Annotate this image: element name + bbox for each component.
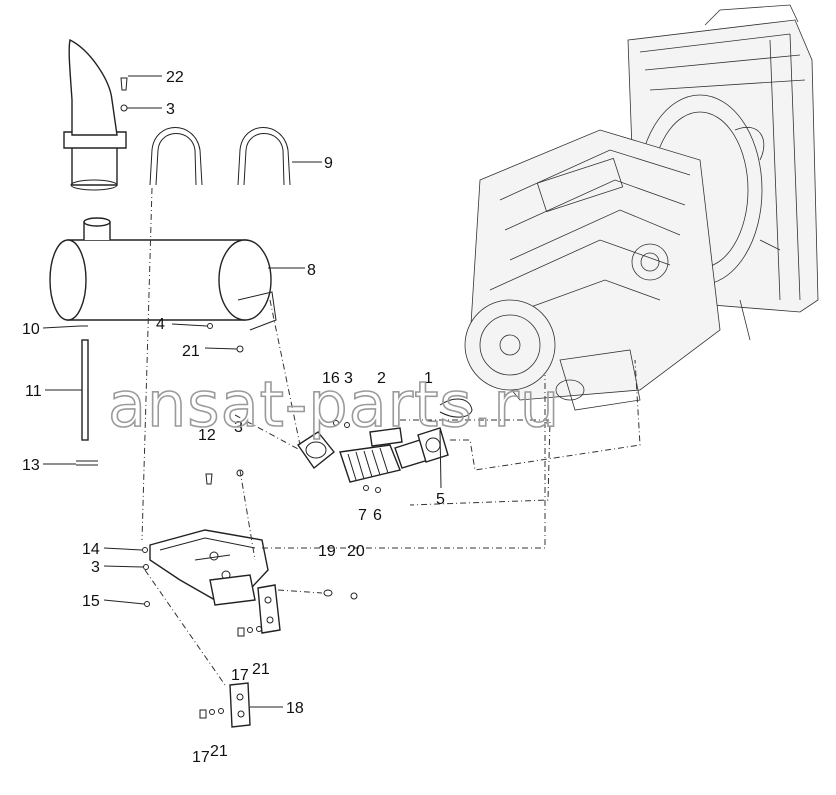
exhaust-stack [63, 38, 127, 191]
callout-3: 3 [234, 419, 243, 436]
callout-14: 14 [82, 541, 100, 558]
callout-3: 3 [91, 559, 100, 576]
exhaust-pipe-flex [297, 398, 473, 483]
callout-8: 8 [307, 262, 316, 279]
callout-18: 18 [286, 700, 304, 717]
callout-19: 19 [318, 543, 336, 560]
assembly-lines [141, 187, 641, 686]
fasteners [120, 77, 381, 719]
callout-21: 21 [182, 343, 200, 360]
lower-bracket [229, 682, 251, 728]
callout-16: 16 [322, 370, 340, 387]
callout-7: 7 [358, 507, 367, 524]
watermark-text: ansat-parts.ru [108, 368, 560, 441]
callout-4: 4 [156, 316, 165, 333]
callout-6: 6 [373, 507, 382, 524]
callout-11: 11 [25, 383, 42, 400]
part-13-washer [76, 460, 98, 466]
callout-15: 15 [82, 593, 100, 610]
engine-assembly-illustration [464, 4, 819, 411]
callout-21: 21 [210, 743, 228, 760]
mounting-bracket [149, 529, 269, 606]
callout-17: 17 [192, 749, 210, 766]
callout-17: 17 [231, 667, 249, 684]
callout-2: 2 [377, 370, 386, 387]
callout-22: 22 [166, 69, 184, 86]
callout-21: 21 [252, 661, 270, 678]
part-11-rod [81, 339, 89, 441]
callout-12: 12 [198, 427, 216, 444]
callout-9: 9 [324, 155, 333, 172]
callout-5: 5 [436, 491, 445, 508]
callout-1: 1 [424, 370, 433, 387]
u-bolt-right [237, 127, 291, 186]
callout-13: 13 [22, 457, 40, 474]
callout-labels: 22 3 9 8 10 4 21 11 13 16 3 2 1 12 3 5 7… [22, 69, 445, 766]
muffler [49, 217, 277, 331]
callout-3: 3 [166, 101, 175, 118]
small-bracket [257, 584, 281, 634]
callout-10: 10 [22, 321, 40, 338]
u-bolt-left [149, 127, 203, 186]
callout-3: 3 [344, 370, 353, 387]
leader-lines [42, 75, 442, 708]
callout-20: 20 [347, 543, 365, 560]
